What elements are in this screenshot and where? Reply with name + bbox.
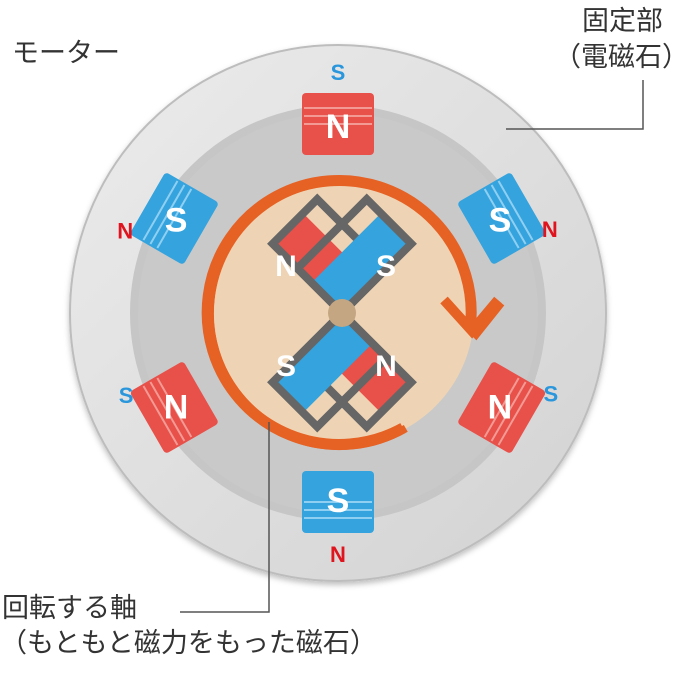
stator-magnet-face: N — [326, 108, 351, 146]
stator-magnet-bottom: S N — [302, 471, 374, 567]
stator-label-line1: 固定部 — [582, 6, 663, 37]
stator-magnet-top-right: S N — [458, 173, 558, 264]
stator-magnet-face: S — [489, 201, 512, 239]
stator-magnet-face: N — [488, 389, 513, 427]
stator-magnet-top-left: S N — [117, 173, 218, 264]
stator-outer-pole: N — [330, 542, 346, 567]
stator-magnet-face: S — [327, 482, 350, 520]
stator-leader-line — [506, 80, 644, 130]
stator-magnet-face: S — [165, 201, 188, 239]
stator-outer-pole: S — [331, 60, 346, 85]
rotor-leader-line — [180, 422, 270, 613]
stator-outer-pole: N — [542, 217, 558, 242]
stator-outer-pole: N — [117, 219, 133, 244]
stator-magnet-bottom-left: N S — [119, 362, 218, 453]
stator-outer-pole: S — [544, 381, 559, 406]
stator-magnet-top: N S — [302, 60, 374, 155]
stator-magnets: N S S N N S S N — [117, 60, 559, 567]
rotation-arrowhead-icon — [440, 296, 502, 339]
stator-outer-pole: S — [119, 383, 134, 408]
rotation-arrow-ring — [201, 175, 477, 450]
diagram-title: モーター — [12, 38, 120, 69]
stator-label-line2: （電磁石） — [554, 42, 689, 73]
rotor-frame — [267, 193, 417, 433]
rotor-label-line2: （もともと磁力をもった磁石） — [0, 628, 377, 659]
rotor-magnet-upper-right-face: S — [376, 250, 396, 283]
stator-magnet-face: N — [164, 389, 189, 427]
rotor-axle — [328, 299, 356, 327]
rotor-magnet-lower-right-face: N — [375, 350, 397, 383]
rotor-label-line1: 回転する軸 — [2, 593, 137, 624]
rotor-magnet-upper-left-face: N — [275, 250, 297, 283]
rotor-magnet-lower-left-face: S — [276, 350, 296, 383]
stator-magnet-bottom-right: N S — [458, 362, 559, 453]
